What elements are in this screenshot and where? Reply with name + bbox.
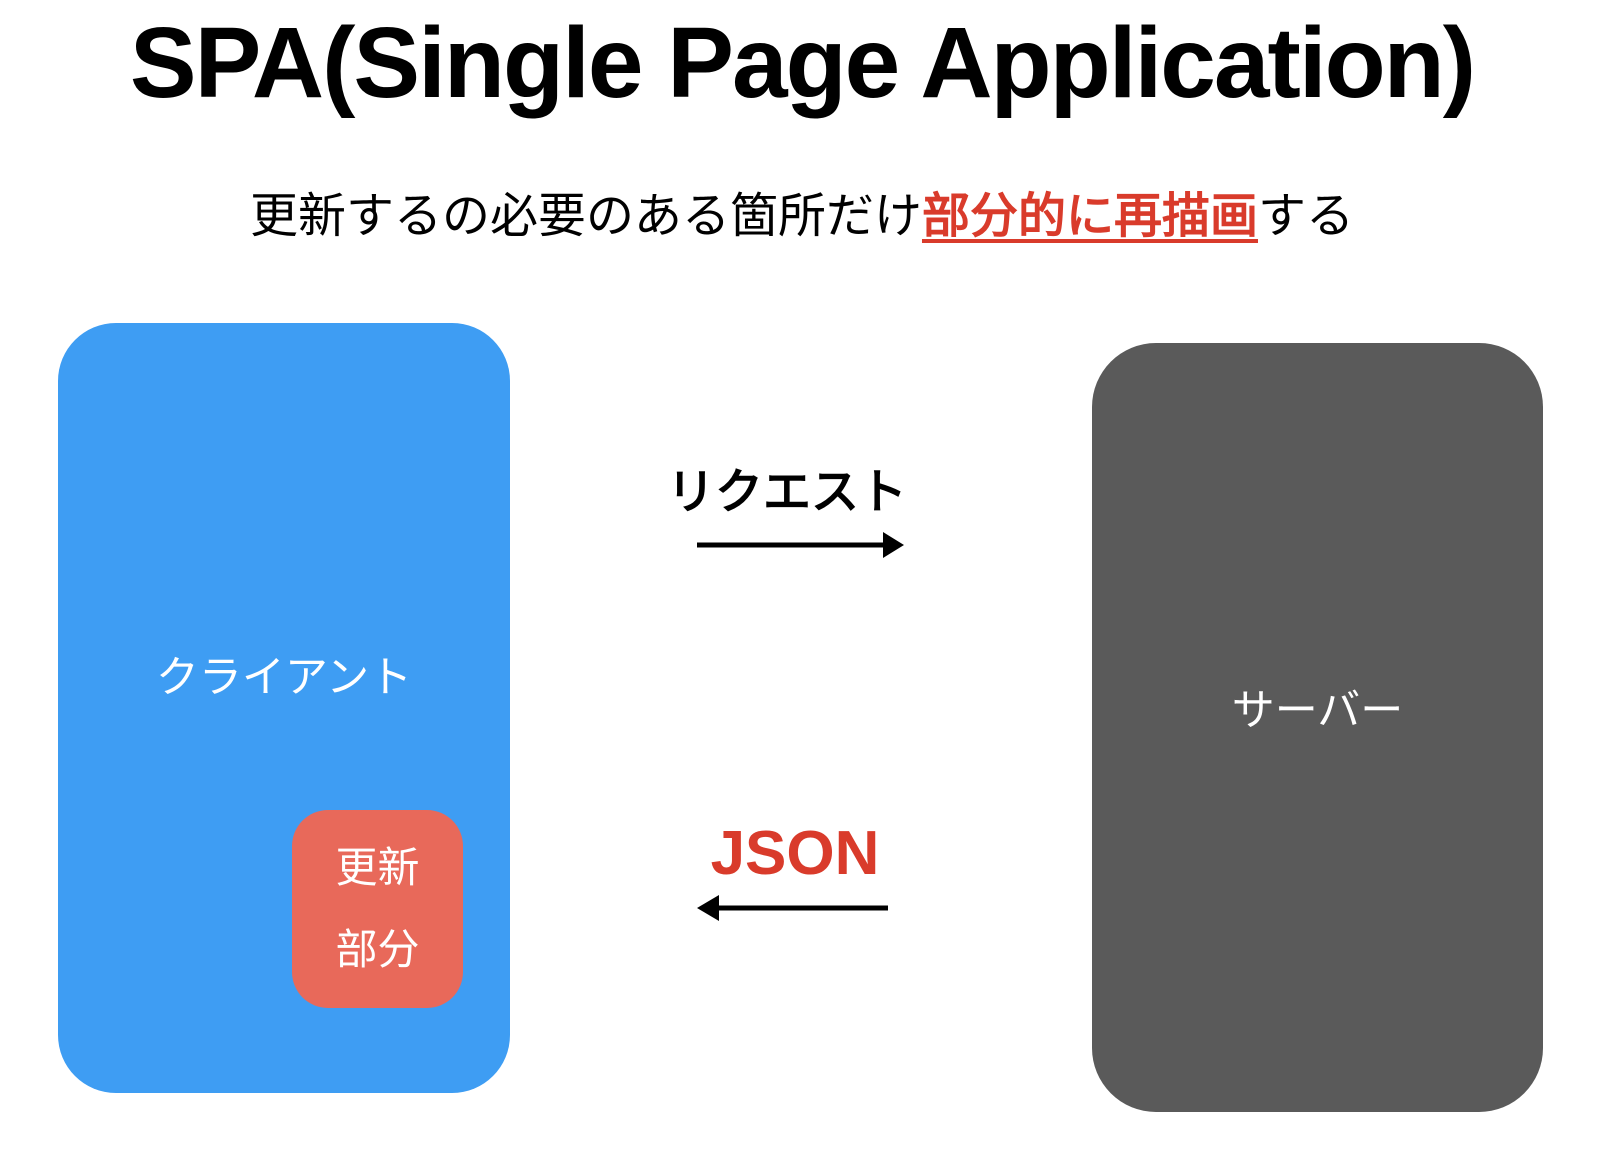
update-region-label-line1: 更新 [335,844,420,891]
client-label: クライアント [155,654,413,702]
page-title: SPA(Single Page Application) [129,7,1476,119]
update-region-label-line2: 部分 [335,926,420,973]
client-box: クライアント 更新 部分 [58,323,510,1093]
update-region-box: 更新 部分 [292,810,463,1008]
subtitle: 更新するの必要のある箇所だけ部分的に再描画する [0,176,1604,246]
subtitle-suffix: する [1258,190,1355,243]
right-arrow-icon [697,532,904,558]
request-label: リクエスト [666,466,908,519]
subtitle-prefix: 更新するの必要のある箇所だけ [249,190,922,243]
left-arrow-icon [697,895,888,921]
subtitle-highlight: 部分的に再描画 [921,190,1258,243]
response-label: JSON [710,819,880,888]
server-label: サーバー [1231,687,1404,735]
server-box: サーバー [1092,343,1543,1112]
